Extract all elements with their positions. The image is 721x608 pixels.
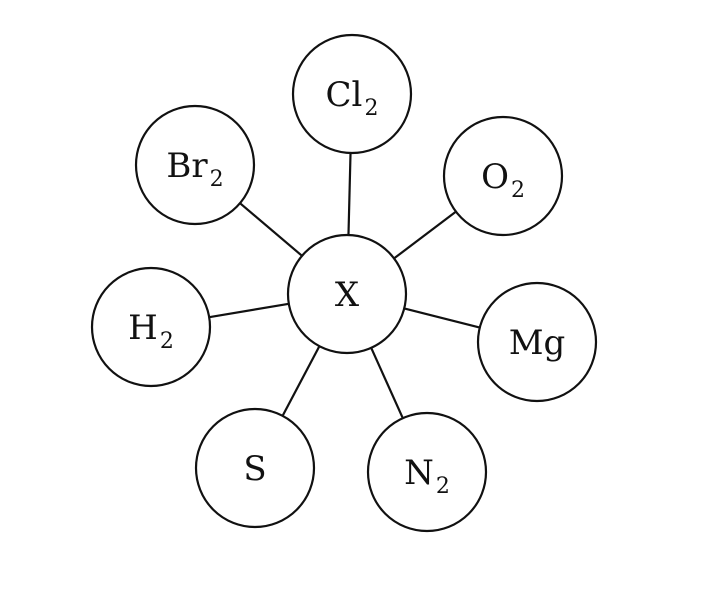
node-label: X [335,275,360,315]
node-label-subscript: 2 [436,474,450,499]
node-label: Br2 [166,146,223,192]
edge-X-Br2 [239,202,303,257]
node-label-subscript: 2 [511,178,525,203]
node-H2: H2 [90,266,212,388]
center-node-X: X [286,233,408,355]
node-label: N2 [404,453,450,499]
node-circle [476,281,598,403]
node-label: Cl2 [326,75,379,121]
node-label-main: O [481,157,509,197]
node-circle [90,266,212,388]
node-Br2: Br2 [134,104,256,226]
node-label-subscript: 2 [364,96,378,121]
node-circle [286,233,408,355]
edges [208,152,481,419]
node-circle [366,411,488,533]
node-label: S [243,449,266,489]
node-label-main: Cl [326,75,363,115]
edge-X-N2 [370,347,404,419]
node-label: O2 [481,157,525,203]
node-label: H2 [128,308,174,354]
node-Mg: Mg [476,281,598,403]
node-circle [194,407,316,529]
edge-X-S [281,345,321,417]
edge-X-Cl2 [347,152,352,236]
node-label-main: X [335,275,360,315]
node-S: S [194,407,316,529]
node-N2: N2 [366,411,488,533]
edge-X-Mg [403,307,481,329]
node-label-main: S [243,449,266,489]
node-O2: O2 [442,115,564,237]
node-label-main: H [128,308,158,348]
node-label-subscript: 2 [210,167,224,192]
node-Cl2: Cl2 [291,33,413,155]
node-circle [442,115,564,237]
node-circle [291,33,413,155]
node-circle [134,104,256,226]
node-label-main: Br [166,146,208,186]
edge-X-O2 [393,210,457,260]
node-label: Mg [509,323,566,363]
node-label-subscript: 2 [160,329,174,354]
node-label-main: Mg [509,323,566,363]
node-label-main: N [404,453,434,493]
edge-X-H2 [208,302,290,319]
